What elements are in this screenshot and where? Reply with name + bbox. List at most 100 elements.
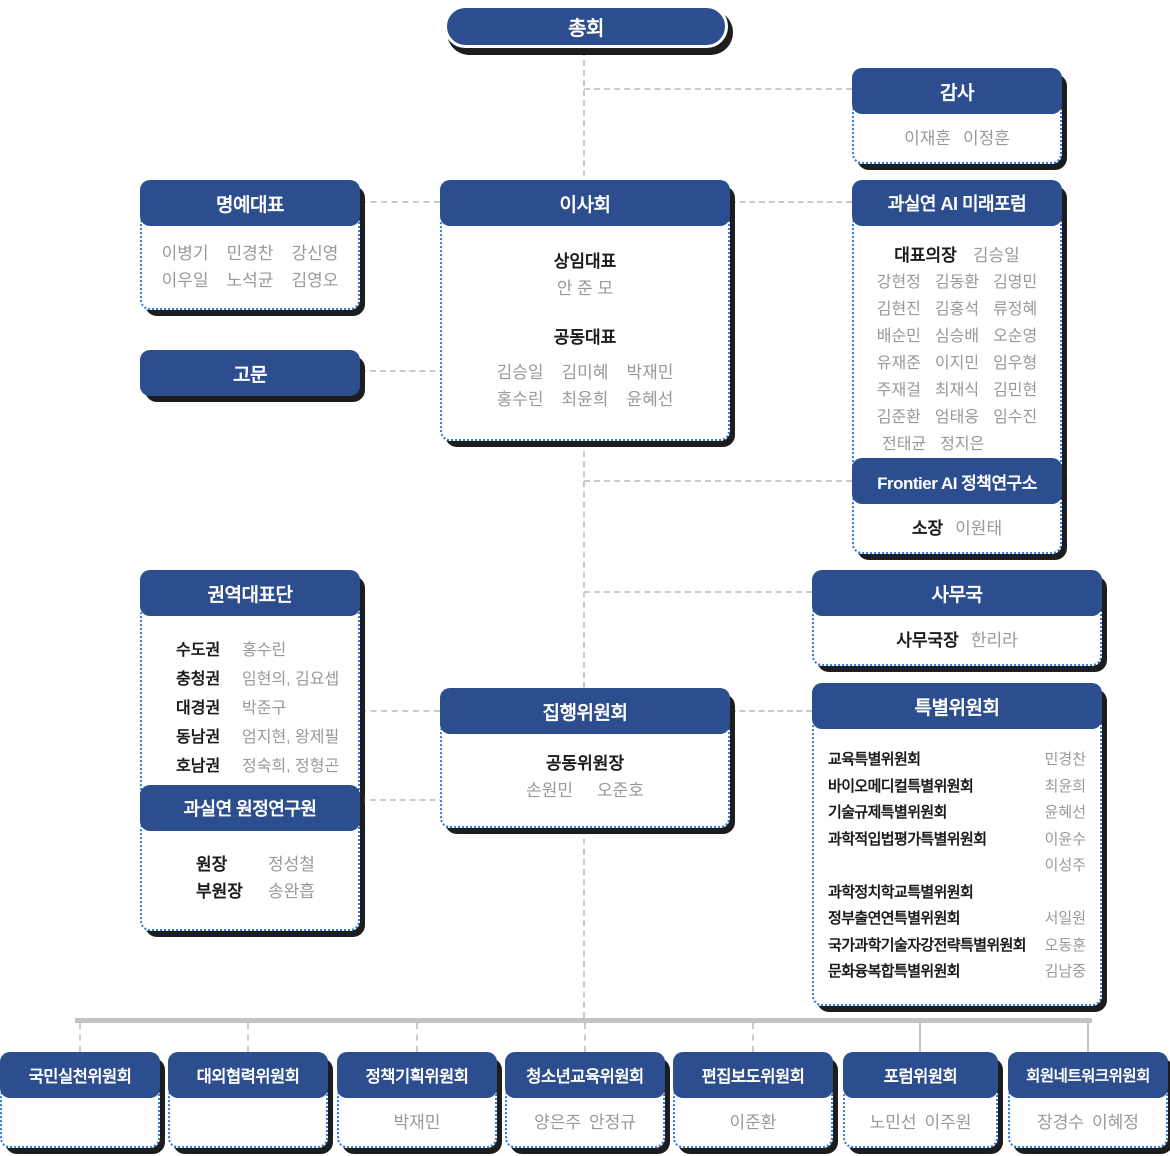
person-name: 이정훈 bbox=[963, 128, 1010, 148]
box-research-institute: 과실연 원정연구원 원장 정성철 부원장 송완흡 bbox=[140, 785, 360, 931]
special-row: 이성주 bbox=[828, 853, 1086, 880]
special-row: 국가과학기술자강전략특별위원회 오동훈 bbox=[828, 933, 1086, 960]
special-committee-name: 국가과학기술자강전략특별위원회 bbox=[828, 936, 1027, 954]
special-person-name: 오동훈 bbox=[1044, 936, 1086, 954]
committee-title: 정책기획위원회 bbox=[337, 1052, 497, 1098]
region-names: 박준구 bbox=[242, 700, 287, 717]
special-person-name: 윤혜선 bbox=[1044, 804, 1086, 821]
person-name: 이병기 bbox=[161, 244, 209, 263]
connector-honorary-board bbox=[360, 201, 440, 203]
special-row: 바이오메디컬특별위원회 최윤희 bbox=[828, 774, 1086, 801]
board-standing-label: 상임대표 bbox=[553, 252, 617, 271]
region-names: 홍수린 bbox=[242, 642, 287, 659]
box-frontier-ai: Frontier AI 정책연구소 소장 이원태 bbox=[852, 458, 1062, 554]
special-committee-name: 바이오메디컬특별위원회 bbox=[828, 777, 974, 795]
special-row: 과학적입법평가특별위원회 이윤수 bbox=[828, 827, 1086, 854]
connector-exec-vertical bbox=[583, 818, 585, 1018]
person-name: 임우형 bbox=[993, 355, 1038, 372]
board-standing-members: 안 준 모 bbox=[454, 275, 716, 302]
regional-row: 동남권 엄지현, 왕제필 bbox=[154, 723, 346, 752]
connector-secretariat bbox=[584, 591, 812, 593]
special-committee-name: 기술규제특별위원회 bbox=[828, 804, 947, 821]
committee-title: 편집보도위원회 bbox=[673, 1052, 833, 1098]
person-name: 정지은 bbox=[940, 436, 985, 453]
connector-stub-4 bbox=[584, 1023, 586, 1052]
person-name: 강신영 bbox=[291, 244, 339, 263]
person-name: 안 준 모 bbox=[556, 279, 614, 298]
person-name: 오준호 bbox=[597, 781, 644, 800]
regional-body: 수도권 홍수린 충청권 임현의, 김요셉 대경권 박준구 동남권 엄지현, 왕제… bbox=[140, 604, 360, 803]
person-name: 임수진 bbox=[993, 409, 1038, 426]
person-name: 장경수 bbox=[1037, 1112, 1084, 1132]
region-label: 호남권 bbox=[176, 758, 221, 775]
box-committee-editorial-press: 편집보도위원회 이준환 bbox=[673, 1052, 833, 1148]
special-row: 정부출연연특별위원회 서일원 bbox=[828, 906, 1086, 933]
special-committee-name: 과학정치학교특별위원회 bbox=[828, 883, 974, 901]
regional-row: 호남권 정숙희, 정형곤 bbox=[154, 752, 346, 781]
box-secretariat: 사무국 사무국장 한리라 bbox=[812, 570, 1102, 666]
person-name: 오순영 bbox=[993, 328, 1038, 345]
research-title: 과실연 원정연구원 bbox=[140, 785, 360, 831]
executive-title: 집행위원회 bbox=[440, 688, 730, 734]
special-person-name: 서일원 bbox=[1044, 910, 1086, 927]
regional-row: 충청권 임현의, 김요셉 bbox=[154, 665, 346, 694]
person-name: 이혜정 bbox=[1092, 1112, 1139, 1132]
connector-regional-exec bbox=[360, 710, 440, 712]
person-name: 이우일 bbox=[161, 271, 209, 290]
board-co-label: 공동대표 bbox=[553, 328, 617, 347]
box-special: 특별위원회 교육특별위원회 민경찬 바이오메디컬특별위원회 최윤희 기술규제특별… bbox=[812, 683, 1102, 1006]
research-body: 원장 정성철 부원장 송완흡 bbox=[140, 819, 360, 931]
special-row: 교육특별위원회 민경찬 bbox=[828, 747, 1086, 774]
connector-audit bbox=[584, 88, 852, 90]
person-name: 안정규 bbox=[589, 1112, 636, 1132]
person-name: 김승일 bbox=[496, 363, 544, 382]
person-name: 김영민 bbox=[993, 274, 1038, 291]
person-name: 김홍석 bbox=[934, 301, 980, 318]
connector-stub-2 bbox=[247, 1023, 249, 1052]
research-role-label: 원장 bbox=[196, 855, 228, 874]
ai-forum-chair-row: 대표의장 김승일 bbox=[866, 242, 1048, 269]
general-assembly-title: 총회 bbox=[444, 5, 728, 48]
connector-stub-6 bbox=[919, 1023, 921, 1052]
person-name: 홍수린 bbox=[496, 390, 544, 409]
connector-exec-special bbox=[730, 710, 812, 712]
research-row: 부원장 송완흡 bbox=[154, 878, 346, 905]
committee-title: 대외협력위원회 bbox=[168, 1052, 328, 1098]
special-person-name: 이성주 bbox=[1044, 857, 1086, 874]
person-name: 김민현 bbox=[993, 382, 1038, 399]
regional-title: 권역대표단 bbox=[140, 570, 360, 616]
special-row: 문화융복합특별위원회 김남중 bbox=[828, 959, 1086, 986]
box-advisors: 고문 bbox=[140, 350, 360, 396]
honorary-row: 이병기 민경찬 강신영 bbox=[154, 240, 346, 267]
connector-stub-7 bbox=[1087, 1023, 1089, 1052]
person-name: 심승배 bbox=[934, 328, 980, 345]
connector-stub-3 bbox=[416, 1023, 418, 1052]
region-label: 동남권 bbox=[176, 729, 221, 746]
special-person-name: 민경찬 bbox=[1044, 751, 1086, 768]
region-names: 임현의, 김요셉 bbox=[242, 671, 340, 688]
special-person-name: 김남중 bbox=[1044, 963, 1086, 980]
special-title: 특별위원회 bbox=[812, 683, 1102, 729]
person-name: 민경찬 bbox=[226, 244, 274, 263]
executive-role-label: 공동위원장 bbox=[545, 754, 625, 773]
advisors-title: 고문 bbox=[140, 350, 360, 396]
person-name: 김현진 bbox=[876, 301, 921, 318]
person-name: 김영오 bbox=[291, 271, 339, 290]
person-name: 최재식 bbox=[934, 382, 980, 399]
person-name: 이준환 bbox=[729, 1112, 777, 1132]
connector-stub-1 bbox=[79, 1023, 81, 1052]
special-row: 과학정치학교특별위원회 bbox=[828, 880, 1086, 907]
committee-title: 회원네트워크위원회 bbox=[1008, 1052, 1168, 1098]
